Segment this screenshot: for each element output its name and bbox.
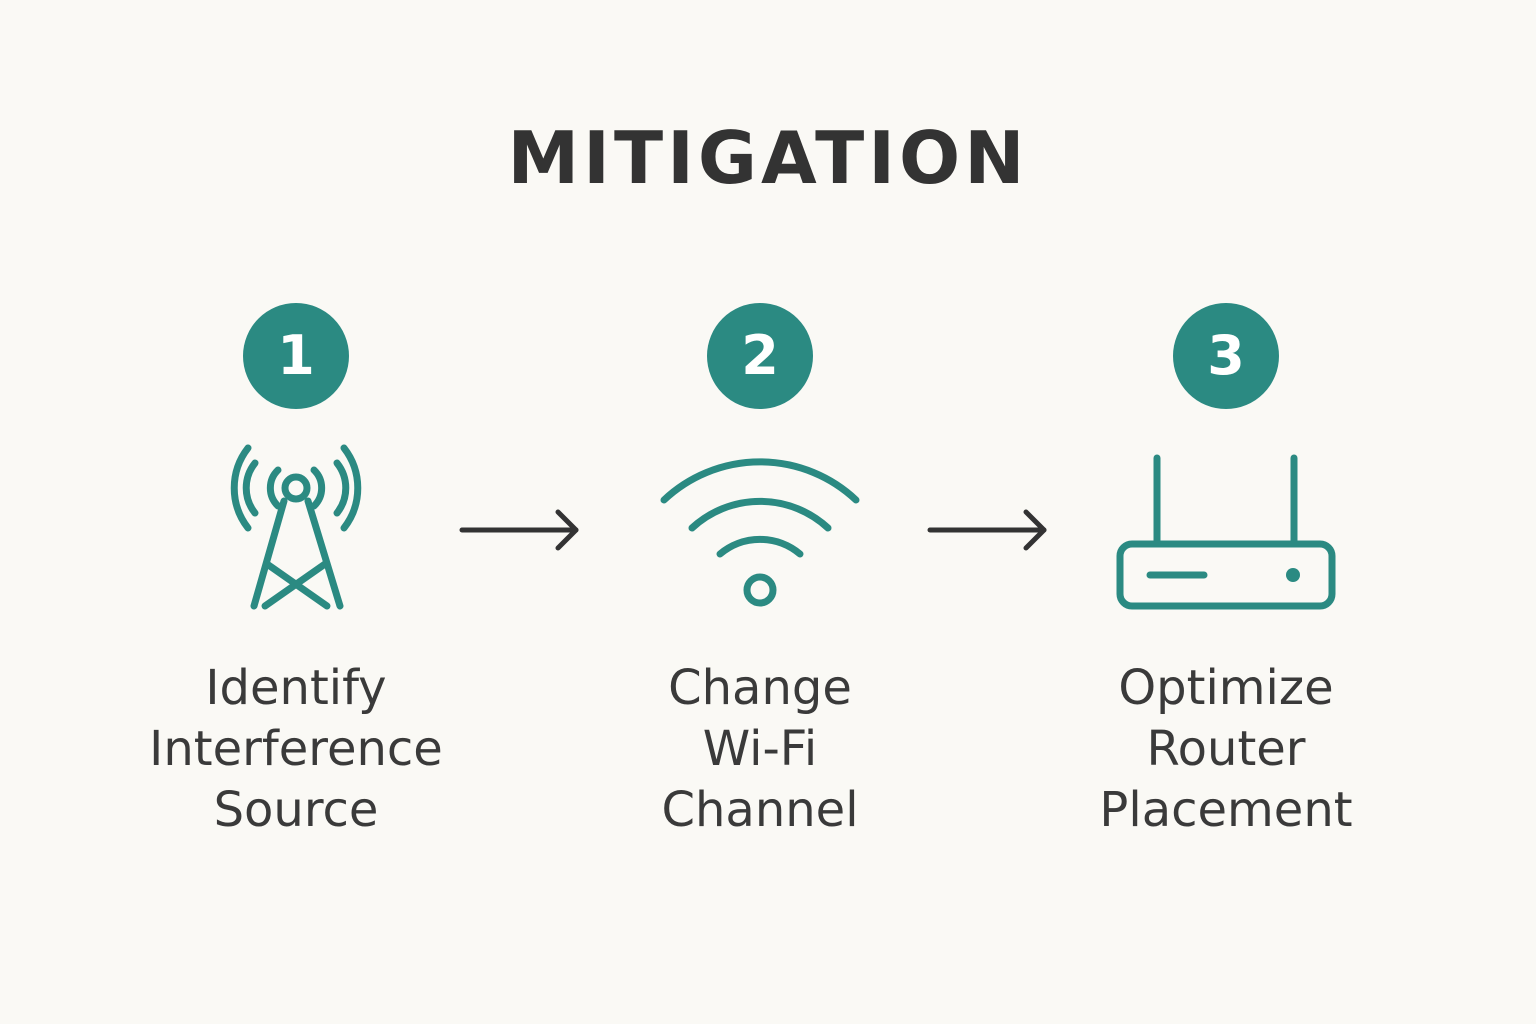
step-optimize-placement: 3 Optimize Router Placement — [1046, 0, 1406, 1024]
step-number-badge: 3 — [1173, 303, 1279, 409]
step-number-badge: 1 — [243, 303, 349, 409]
step-label-line: Placement — [1099, 782, 1353, 838]
step-label-line: Source — [213, 782, 379, 838]
step-label-line: Channel — [661, 782, 859, 838]
page-title: MITIGATION — [507, 116, 1029, 200]
step-number-badge: 2 — [707, 303, 813, 409]
arrow-right-icon — [927, 509, 1047, 551]
step-label-line: Router — [1146, 721, 1306, 777]
step-label-line: Wi-Fi — [702, 721, 818, 777]
step-label: Change Wi-Fi Channel — [580, 658, 940, 841]
step-label: Optimize Router Placement — [1046, 658, 1406, 841]
step-label-line: Identify — [205, 660, 387, 716]
step-change-channel: 2 Change Wi-Fi Channel — [580, 0, 940, 1024]
arrow-right-icon — [459, 509, 579, 551]
radio-tower-icon — [230, 444, 362, 610]
step-label-line: Interference — [149, 721, 443, 777]
router-icon — [1116, 454, 1336, 610]
wifi-icon — [660, 458, 860, 607]
step-label-line: Optimize — [1118, 660, 1334, 716]
step-label-line: Change — [668, 660, 852, 716]
step-identify-interference: 1 Identify Interference Source — [116, 0, 476, 1024]
step-label: Identify Interference Source — [116, 658, 476, 841]
